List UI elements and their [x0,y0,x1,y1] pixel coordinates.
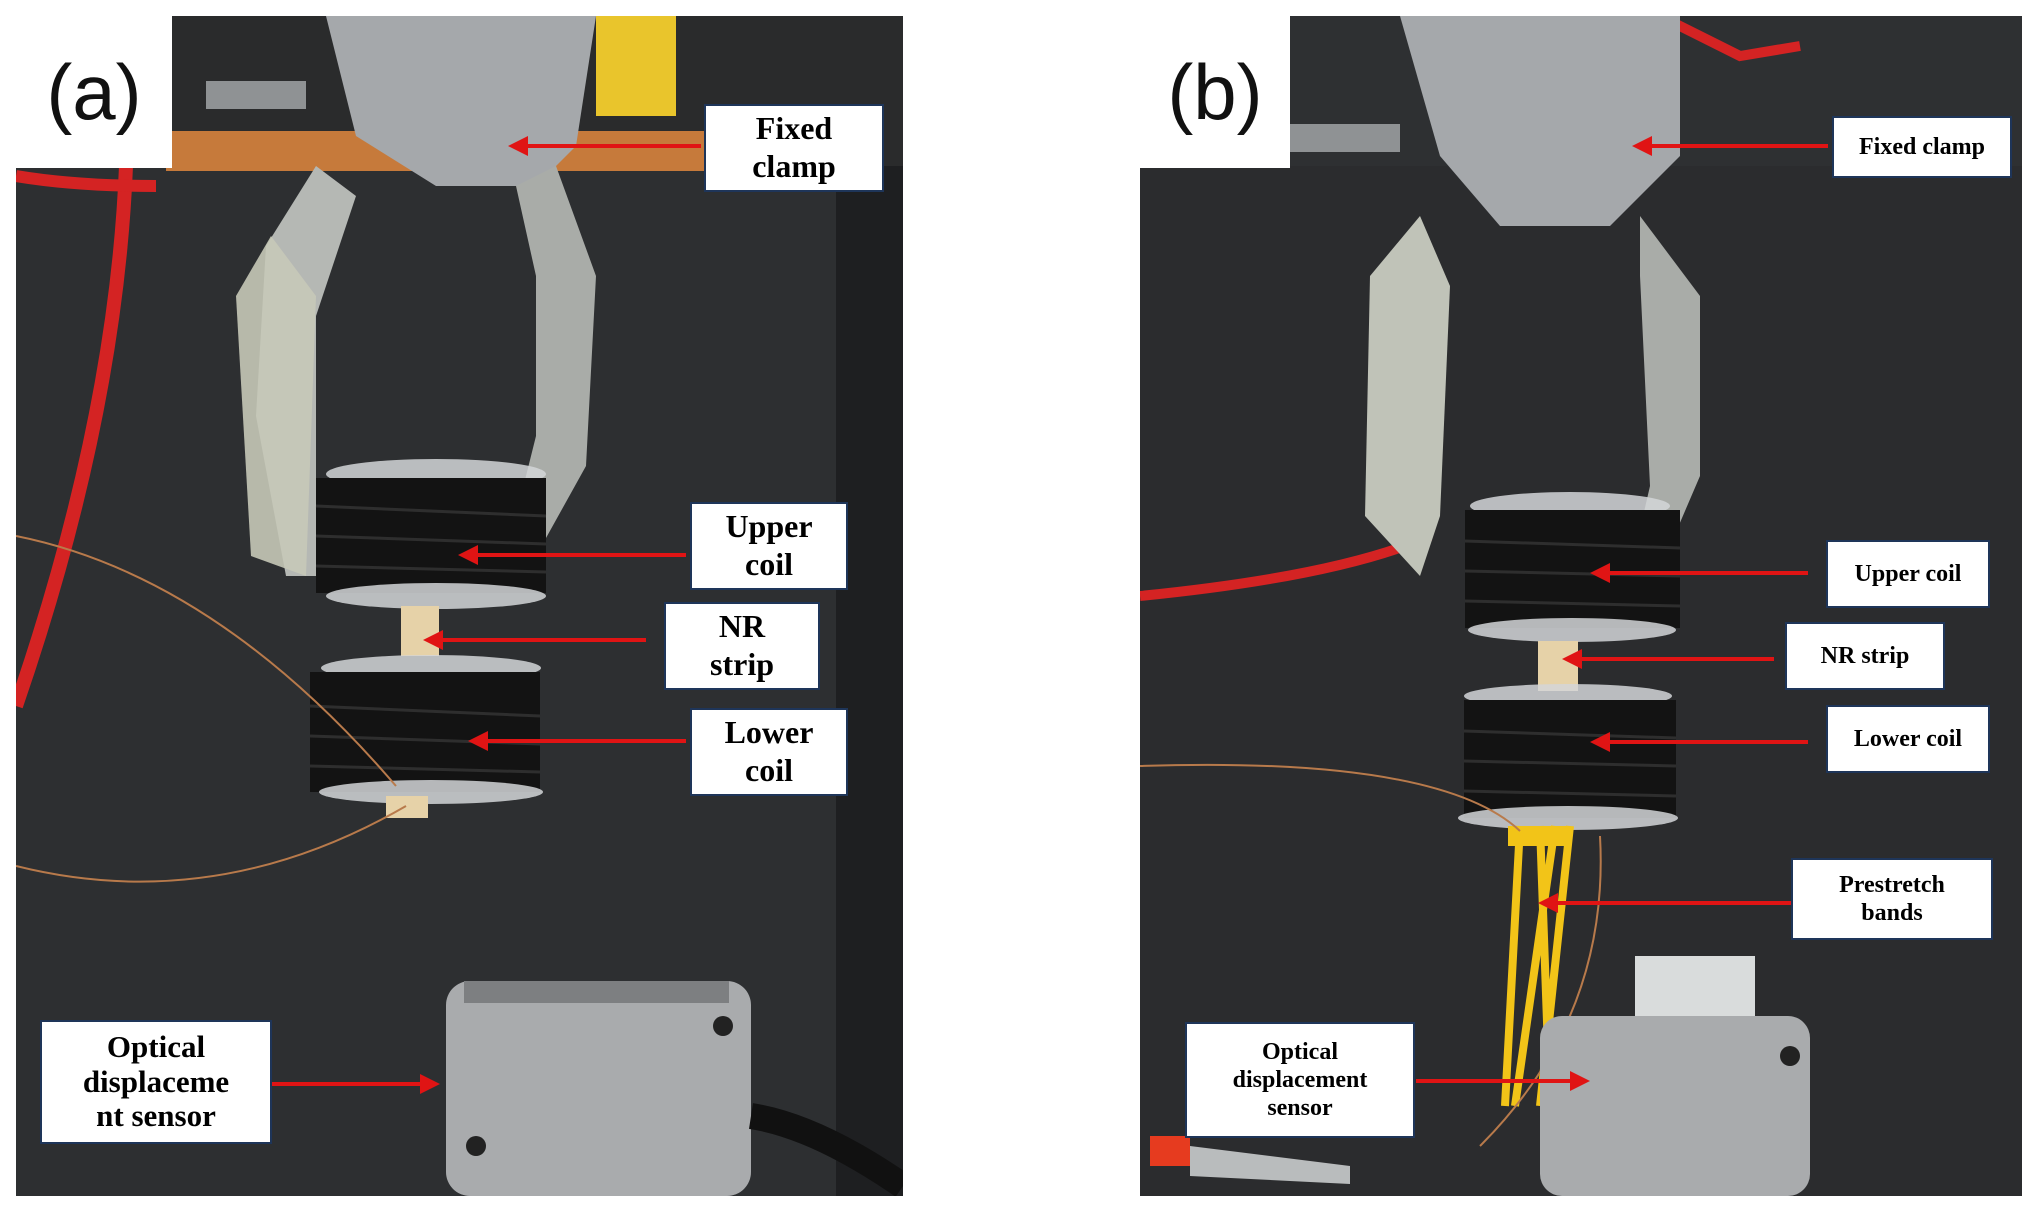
arrow-optical-sensor-a [272,1074,440,1094]
arrow-nr-strip-b [1562,649,1774,669]
arrow-fixed-clamp-b [1632,136,1828,156]
callout-optical-sensor-b: Optical displacement sensor [1185,1022,1415,1138]
callout-fixed-clamp-b: Fixed clamp [1832,116,2012,178]
callout-lower-coil-a: Lower coil [690,708,848,796]
optical-displacement-sensor [1540,956,1810,1196]
arrow-prestretch-bands-b [1538,893,1792,913]
callout-prestretch-bands-b: Prestretch bands [1791,858,1993,940]
callout-fixed-clamp-a: Fixed clamp [704,104,884,192]
callout-optical-sensor-a: Optical displaceme nt sensor [40,1020,272,1144]
prestretch-bands [1501,825,1574,1107]
arrow-nr-strip-a [423,630,646,650]
arrow-lower-coil-b [1590,732,1808,752]
arrow-upper-coil-a [458,545,686,565]
panel-a: (a) Fixed clamp Upper coil NR strip Lowe… [16,16,903,1196]
arrow-fixed-clamp-a [508,136,701,156]
arrow-optical-sensor-b [1416,1071,1590,1091]
panel-label-b: (b) [1140,16,1290,168]
upper-coil [1464,492,1681,642]
callout-nr-strip-b: NR strip [1785,622,1945,690]
callout-lower-coil-b: Lower coil [1826,705,1990,773]
callout-upper-coil-b: Upper coil [1826,540,1990,608]
optical-displacement-sensor [446,981,903,1196]
panel-b: (b) Fixed clamp Upper coil NR strip Lowe… [1140,16,2022,1196]
lower-coil [309,655,543,818]
panel-label-a: (a) [16,16,172,168]
lower-coil [1458,684,1678,830]
fixed-clamp [1270,16,1700,616]
fixed-clamp [206,16,596,576]
upper-coil [315,459,547,609]
arrow-upper-coil-b [1590,563,1808,583]
arrow-lower-coil-a [468,731,686,751]
callout-nr-strip-a: NR strip [664,602,820,690]
callout-upper-coil-a: Upper coil [690,502,848,590]
